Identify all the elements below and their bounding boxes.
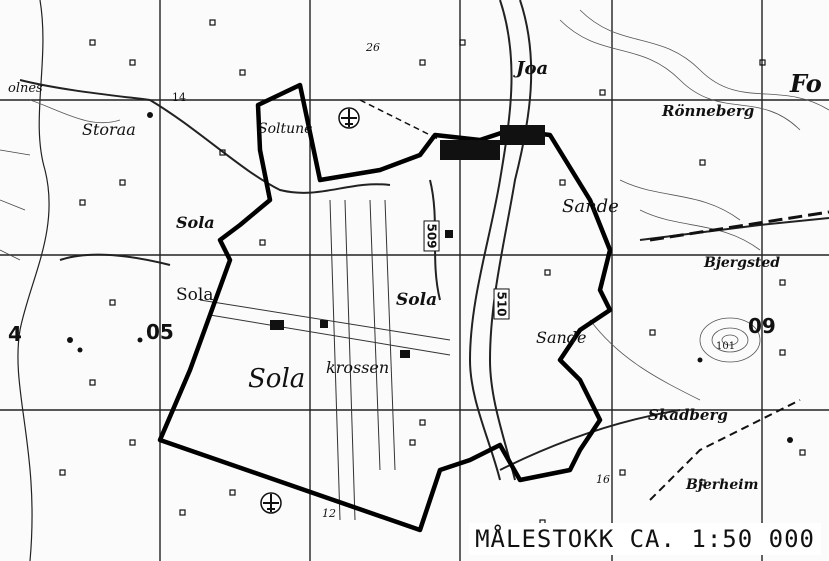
number-101: 101 (716, 341, 736, 352)
number-26: 26 (366, 41, 380, 54)
airport-icon-top (338, 107, 360, 129)
railway (649, 210, 829, 242)
boundary-line (157, 82, 613, 533)
label-fo: Fo (790, 69, 822, 98)
dashed-path-2 (359, 99, 441, 141)
coast-hatch (0, 149, 31, 261)
label-soltune: Soltune (258, 121, 313, 137)
label-sola-mid: Sola (176, 285, 214, 305)
contours (29, 9, 829, 401)
label-sola-big: Sola (248, 364, 306, 394)
building-blocks (67, 112, 793, 443)
grid-number-mid: 05 (146, 320, 174, 344)
airport-icon-bottom (260, 492, 282, 514)
scale-label: MÅLESTOKK CA. 1:50 000 (469, 523, 821, 555)
dashed-path (649, 399, 801, 501)
label-joa: Joa (516, 58, 549, 79)
road-number-510: 510 (493, 288, 510, 320)
coastline (17, 0, 50, 561)
number-12: 12 (322, 507, 336, 520)
label-krossen: krossen (326, 358, 390, 377)
road-number-509: 509 (423, 220, 440, 252)
grid-number-left: 4 (8, 322, 22, 346)
label-sande-lower: Sande (536, 328, 587, 347)
label-bjergsted: Bjergsted (704, 255, 781, 271)
label-olnes: olnes (8, 81, 43, 96)
number-14: 14 (172, 91, 186, 104)
runways (199, 199, 451, 521)
label-bjerheim: Bjerheim (686, 477, 759, 493)
label-storaa: Storaa (82, 120, 136, 139)
label-skadberg: Skadberg (648, 406, 728, 424)
number-16: 16 (596, 473, 610, 486)
label-ronneberg: Rönneberg (662, 102, 755, 120)
label-sola-top: Sola (176, 213, 215, 232)
grid-number-right: 09 (748, 314, 776, 338)
label-sola-airport: Sola (396, 290, 438, 310)
label-sande: Sande (562, 196, 619, 217)
